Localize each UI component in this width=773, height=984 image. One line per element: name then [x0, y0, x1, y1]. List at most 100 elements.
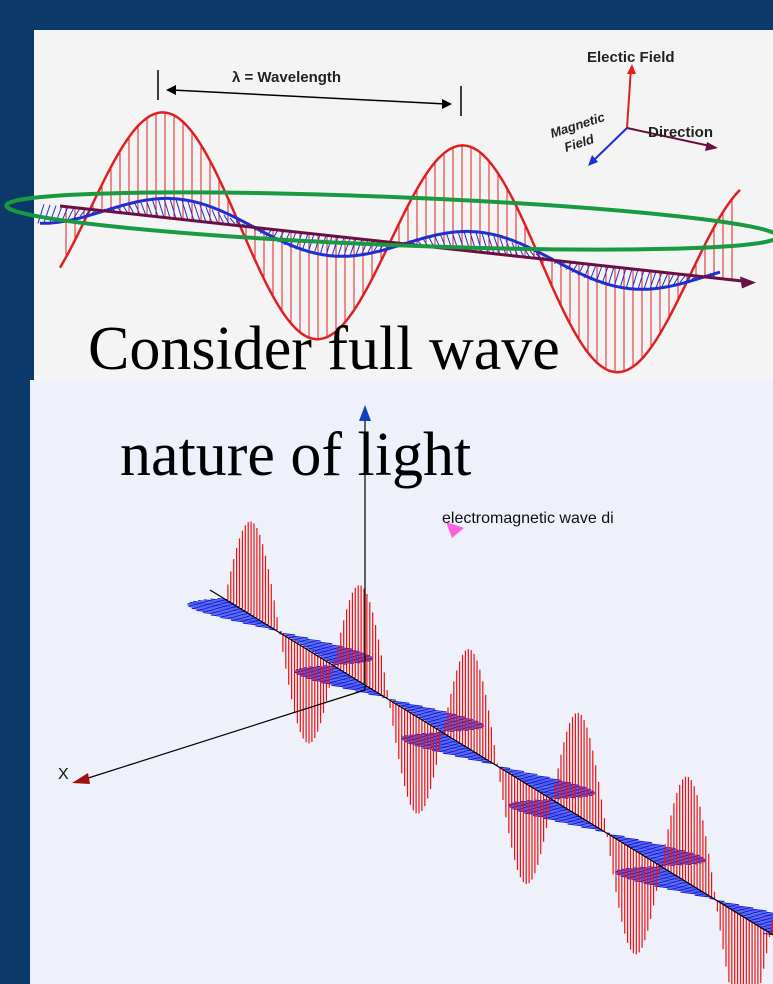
electric-direction-arrowhead — [627, 64, 636, 74]
magnetic-vector — [637, 270, 645, 290]
magnetic-vector — [67, 207, 75, 220]
magnetic-vector — [502, 768, 524, 773]
magnetic-vector — [601, 266, 609, 285]
magnetic-vector — [717, 900, 725, 903]
electric-field-curve — [58, 111, 741, 374]
magnetic-vector — [731, 909, 773, 916]
magnetic-vector — [405, 735, 460, 743]
magnetic-vector — [291, 638, 333, 645]
magnetic-vector — [313, 234, 321, 255]
magnetic-vector — [626, 867, 674, 875]
magnetic-vector — [532, 815, 590, 823]
magnetic-vector — [680, 891, 709, 896]
magnetic-vector — [577, 263, 585, 276]
magnetic-field-curve — [40, 196, 721, 291]
magnetic-vector — [294, 670, 356, 679]
magnetic-vector — [595, 265, 603, 283]
magnetic-vector — [654, 885, 703, 893]
highlight-ellipse — [4, 190, 773, 252]
magnetic-direction-arrow — [593, 127, 628, 161]
magnetic-vector — [766, 930, 773, 933]
magnetic-vector — [199, 204, 207, 223]
magnetic-vector — [743, 916, 773, 921]
magnetic-vector — [413, 713, 479, 723]
magnetic-vector — [694, 894, 712, 898]
magnetic-vector — [217, 211, 225, 225]
magnetic-vector — [402, 736, 463, 745]
magnetic-vector — [520, 800, 564, 807]
magnetic-vector — [191, 607, 255, 617]
magnetic-vector — [667, 273, 675, 286]
magnetic-vector — [205, 207, 213, 223]
magnetic-vector — [343, 237, 351, 257]
magnetic-vector — [624, 843, 686, 852]
magnetic-vector — [422, 747, 480, 756]
magnetic-vector — [432, 749, 483, 758]
vertical-axis-arrowhead — [359, 405, 371, 421]
magnetic-vector — [163, 198, 171, 219]
magnetic-vector — [543, 817, 593, 825]
magnetic-vector — [157, 198, 165, 218]
magnetic-vector — [189, 601, 243, 610]
magnetic-vector — [43, 204, 51, 224]
magnetic-vector — [526, 782, 595, 792]
magnetic-vector — [734, 910, 773, 917]
magnetic-vector — [193, 203, 201, 222]
magnetic-vector — [331, 236, 339, 257]
magnetic-vector — [210, 614, 263, 622]
magnetic-vector — [514, 775, 572, 784]
magnetic-vector — [537, 789, 589, 797]
magnetic-vector — [673, 273, 681, 285]
magnetic-vector — [728, 907, 773, 914]
magnetic-vector — [202, 611, 260, 620]
wavelength-arrow-right — [442, 99, 452, 109]
magnetic-vector — [151, 198, 159, 217]
direction-label: Direction — [648, 124, 713, 141]
magnetic-vector — [737, 912, 773, 919]
magnetic-vector — [188, 605, 252, 615]
magnetic-vector — [610, 834, 625, 838]
wavelength-arrow-left — [166, 85, 176, 95]
magnetic-vector — [331, 684, 376, 692]
magnetic-vector — [523, 780, 592, 791]
magnetic-vector — [390, 698, 396, 701]
magnetic-vector — [223, 214, 231, 225]
magnetic-vector — [621, 841, 676, 850]
magnetic-vector — [187, 604, 249, 613]
magnetic-vector — [187, 603, 246, 612]
electric-field-label: Electic Field — [587, 49, 675, 66]
magnetic-vector — [296, 669, 353, 677]
magnetic-vector — [392, 700, 410, 704]
magnetic-vector — [455, 755, 489, 761]
magnetic-vector — [349, 238, 357, 256]
magnetic-vector — [581, 826, 602, 831]
magnetic-vector — [37, 204, 45, 224]
magnetic-vector — [589, 264, 597, 281]
axis-arrowhead — [740, 276, 756, 289]
magnetic-vector — [720, 902, 740, 906]
magnetic-vector — [337, 237, 345, 257]
magnetic-vector — [312, 679, 370, 688]
em-wave-label: electromagnetic wave di — [442, 510, 614, 527]
magnetic-vector — [752, 921, 773, 926]
magnetic-vector — [429, 732, 449, 736]
magnetic-vector — [305, 677, 367, 686]
magnetic-vector — [511, 773, 562, 781]
magnetic-vector — [297, 641, 352, 650]
magnetic-vector — [288, 636, 321, 642]
magnetic-vector — [757, 925, 773, 929]
magnetic-vector — [398, 704, 436, 710]
magnetic-vector — [567, 823, 599, 829]
magnetic-vector — [616, 873, 689, 884]
magnetic-vector — [342, 687, 379, 693]
magnetic-vector — [626, 877, 695, 888]
wave-direction-marker — [446, 522, 464, 538]
magnetic-vector — [299, 675, 365, 685]
magnetic-vector — [505, 770, 538, 776]
magnetic-vector — [615, 837, 653, 844]
x-axis-arrowhead — [72, 773, 90, 784]
magnetic-vector — [655, 272, 663, 288]
